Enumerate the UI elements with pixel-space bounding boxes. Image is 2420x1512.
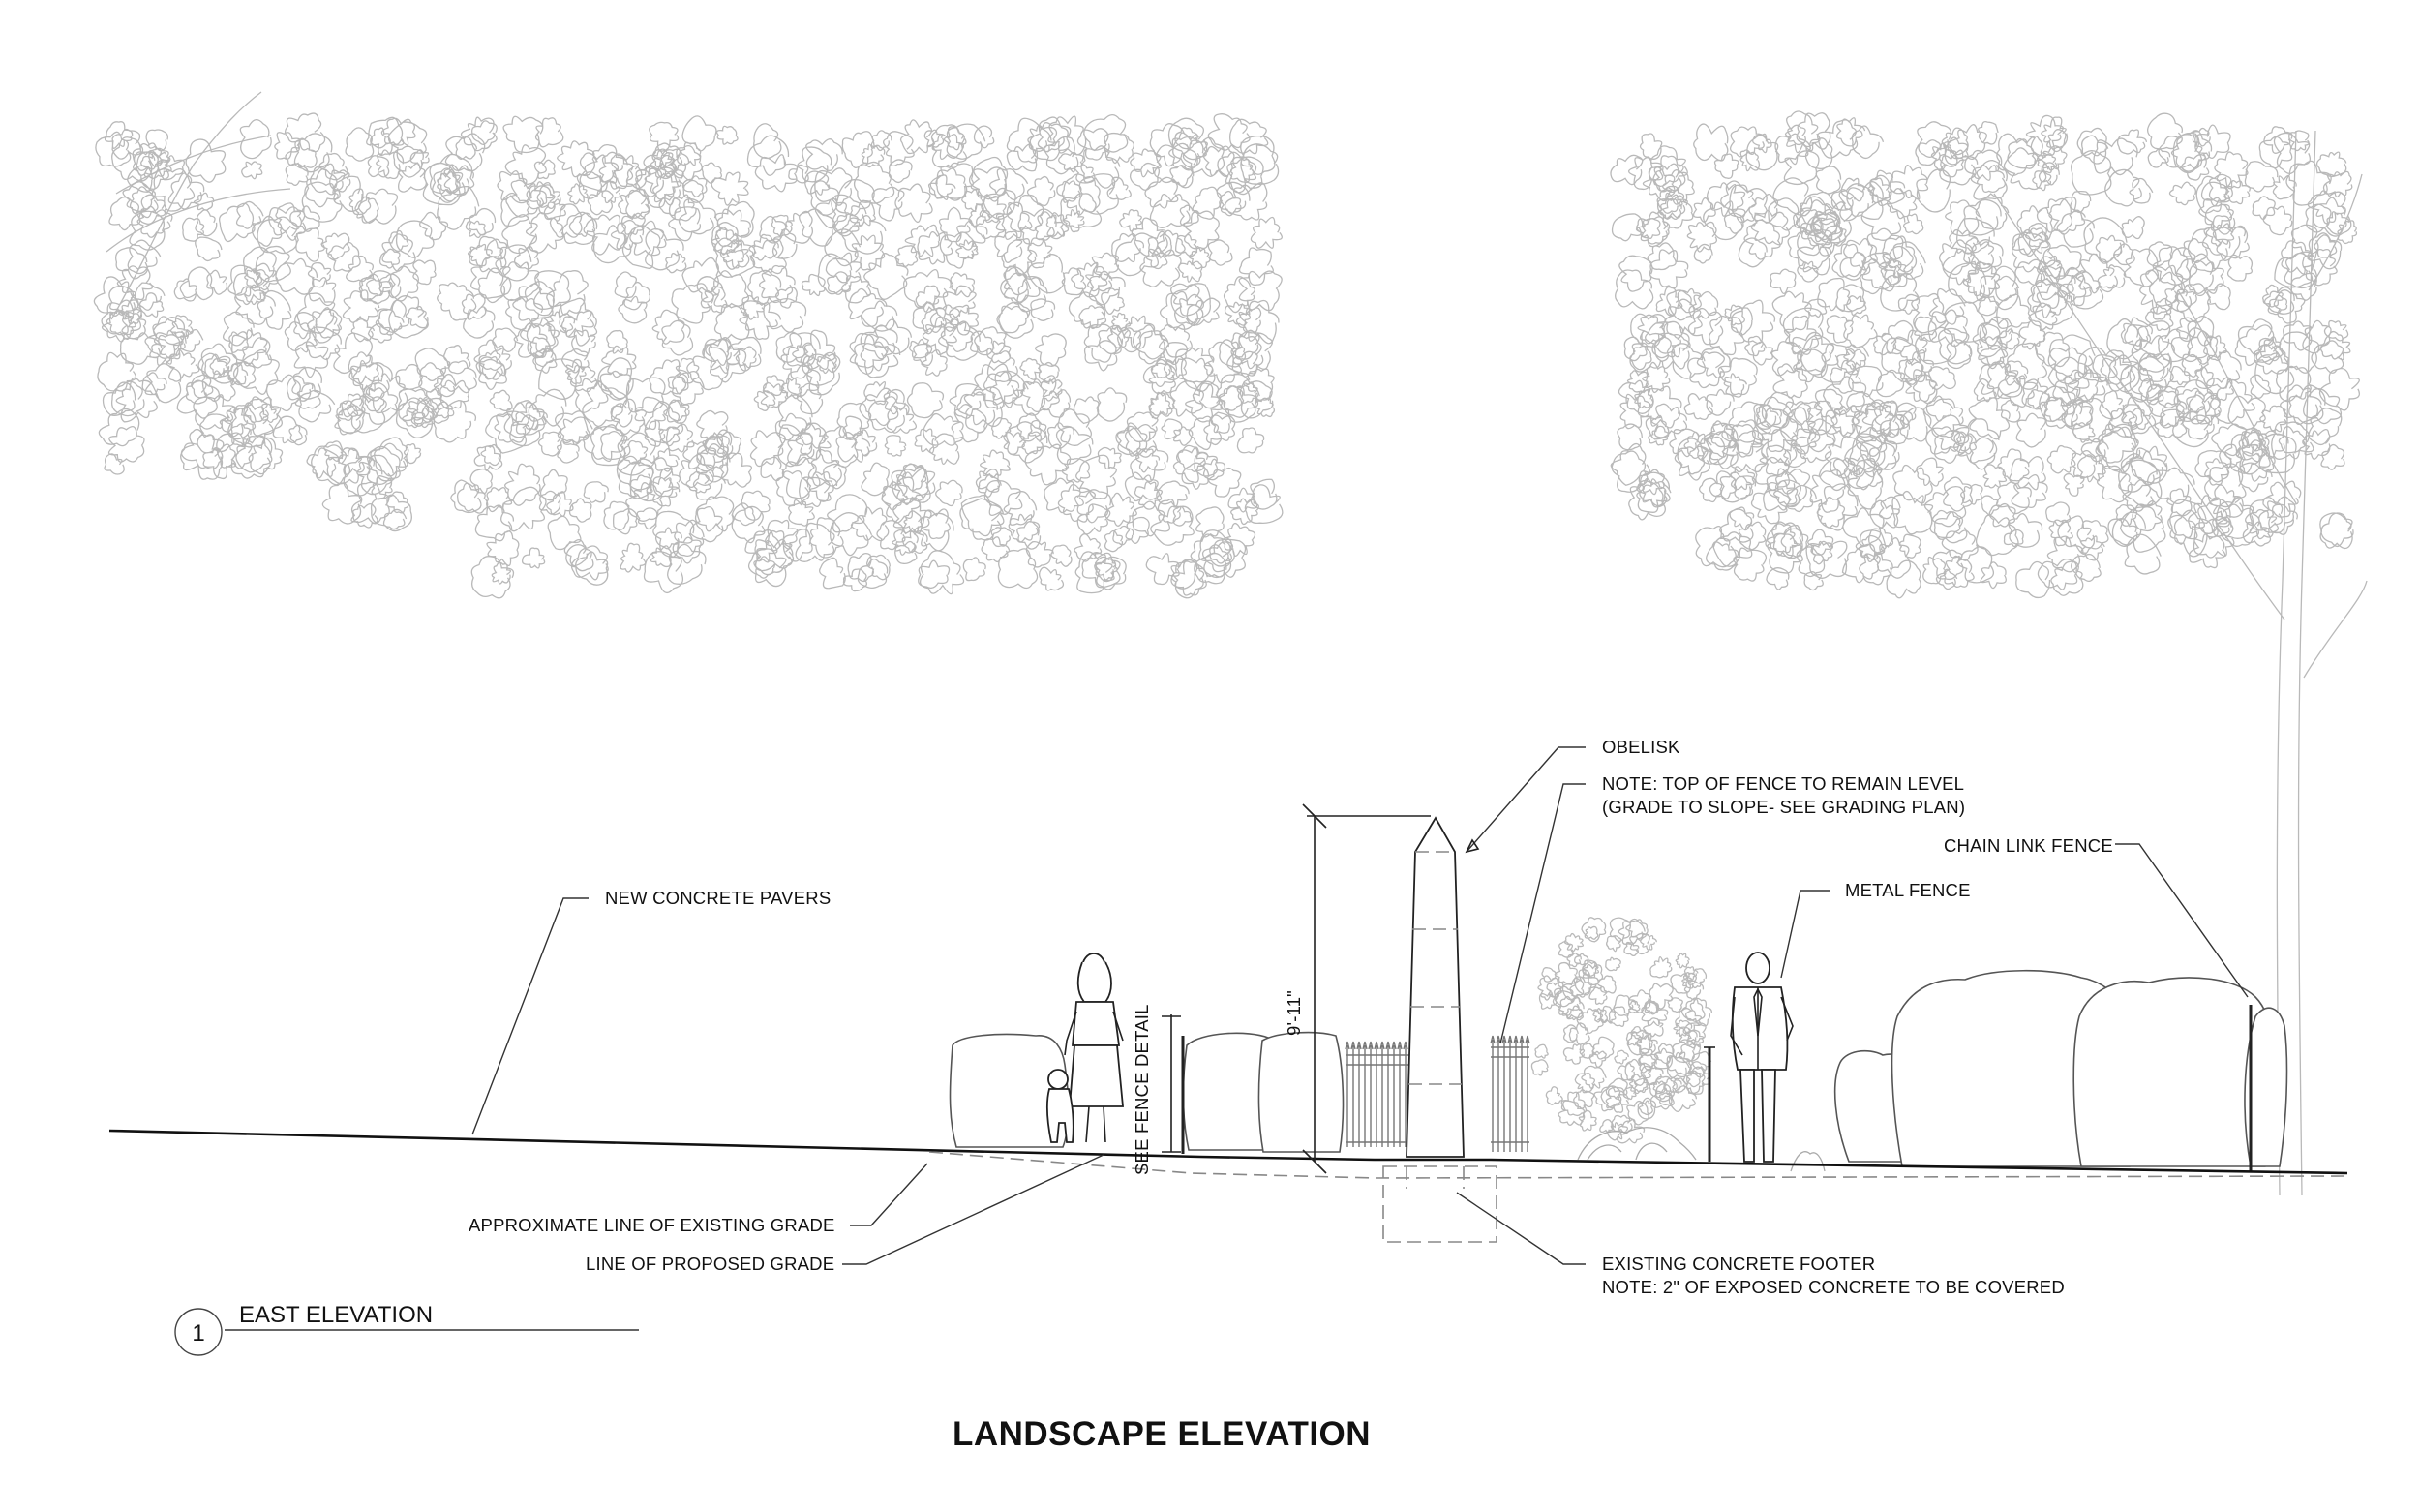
fence-level-note-line2: (GRADE TO SLOPE- SEE GRADING PLAN) [1602, 797, 1965, 817]
callout-metal-fence: METAL FENCE [1780, 880, 1971, 979]
callout-new-concrete-pavers: NEW CONCRETE PAVERS [471, 888, 831, 1135]
obelisk-height-label: 9'-11" [1284, 990, 1304, 1036]
obelisk-height-dimension: 9'-11" [1284, 803, 1431, 1174]
callout-proposed-grade: LINE OF PROPOSED GRADE [586, 1154, 1104, 1274]
view-number: 1 [192, 1320, 204, 1346]
view-label: 1 EAST ELEVATION [174, 1302, 639, 1356]
flowering-tree [1530, 917, 1712, 1144]
figure-man [1730, 952, 1794, 1163]
obelisk-label: OBELISK [1602, 737, 1680, 757]
figure-woman [1064, 953, 1124, 1143]
obelisk [1406, 816, 1465, 1158]
callout-existing-grade: APPROXIMATE LINE OF EXISTING GRADE [469, 1163, 928, 1235]
new-concrete-pavers-label: NEW CONCRETE PAVERS [605, 888, 831, 908]
footer-note-line1: EXISTING CONCRETE FOOTER [1602, 1254, 1875, 1274]
figure-dog [1045, 1069, 1074, 1143]
footer-note-line2: NOTE: 2" OF EXPOSED CONCRETE TO BE COVER… [1602, 1277, 2065, 1297]
existing-grade-line [928, 1151, 2348, 1179]
tree-trunk-right [1993, 130, 2368, 1196]
hedge-right [1833, 969, 2288, 1167]
fence-detail-dimension: SEE FENCE DETAIL [1132, 1004, 1181, 1175]
hedge-left [949, 1031, 1345, 1153]
view-name: EAST ELEVATION [239, 1302, 433, 1328]
callout-chain-link-fence: CHAIN LINK FENCE [1944, 835, 2249, 998]
proposed-grade-line [108, 1129, 2348, 1175]
see-fence-detail-label: SEE FENCE DETAIL [1132, 1004, 1152, 1175]
callout-obelisk: OBELISK [1465, 737, 1680, 854]
fence-level-note-line1: NOTE: TOP OF FENCE TO REMAIN LEVEL [1602, 773, 1964, 794]
metal-fence-left [1181, 1036, 1414, 1154]
tree-branches-left [106, 91, 291, 320]
existing-grade-label: APPROXIMATE LINE OF EXISTING GRADE [469, 1215, 835, 1235]
sheet-title: LANDSCAPE ELEVATION [953, 1415, 1371, 1453]
tree-canopy-foliage [93, 110, 2361, 599]
groundcover-plants [1577, 1127, 1826, 1172]
view-number-bubble [174, 1308, 223, 1356]
metal-fence-label: METAL FENCE [1845, 880, 1971, 900]
metal-fence-right [1490, 1035, 1715, 1162]
callout-concrete-footer: EXISTING CONCRETE FOOTER NOTE: 2" OF EXP… [1456, 1192, 2065, 1297]
proposed-grade-label: LINE OF PROPOSED GRADE [586, 1254, 834, 1274]
callout-fence-level-note: NOTE: TOP OF FENCE TO REMAIN LEVEL (GRAD… [1499, 773, 1965, 1044]
chain-link-fence-label: CHAIN LINK FENCE [1944, 835, 2113, 856]
